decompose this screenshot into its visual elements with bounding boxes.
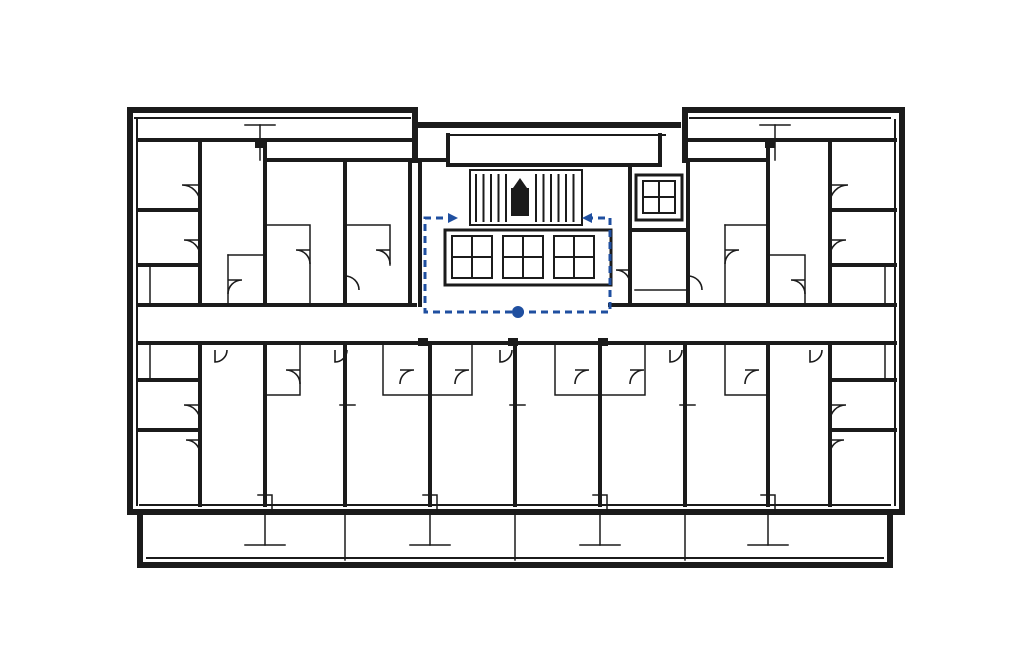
elevator-icon <box>553 235 595 279</box>
upper-right-units <box>683 124 897 307</box>
door-swing-icon <box>295 249 311 265</box>
freight-elevator-icon <box>634 173 684 222</box>
door-swing-icon <box>344 275 360 291</box>
door-swing-icon <box>454 369 470 385</box>
door-swing-icon <box>185 439 201 455</box>
door-swing-icon <box>829 239 847 257</box>
door-swing-icon <box>214 349 228 363</box>
door-swing-icon <box>181 184 201 204</box>
door-swing-icon <box>285 369 301 385</box>
egress-route <box>423 213 612 318</box>
door-swings <box>181 184 849 455</box>
door-swing-icon <box>227 279 243 295</box>
door-swing-icon <box>574 369 590 385</box>
door-swing-icon <box>744 369 760 385</box>
door-swing-icon <box>669 349 683 363</box>
door-swing-icon <box>334 349 348 363</box>
lower-units <box>138 341 897 561</box>
column-icon <box>255 138 265 148</box>
elevator-bank <box>443 228 613 287</box>
columns <box>255 138 775 346</box>
elevator-icon <box>451 235 493 279</box>
elevator-icon <box>502 235 544 279</box>
column-icon <box>508 338 518 346</box>
door-swing-icon <box>629 369 645 385</box>
column-icon <box>598 338 608 346</box>
door-swing-icon <box>687 275 703 291</box>
column-icon <box>418 338 428 346</box>
door-swing-icon <box>399 369 415 385</box>
door-swing-icon <box>375 249 391 265</box>
building-core <box>418 133 690 307</box>
door-swing-icon <box>499 349 513 363</box>
upper-left-units <box>138 124 412 307</box>
door-swing-icon <box>829 184 849 204</box>
route-marker <box>512 306 524 318</box>
door-swing-icon <box>183 404 201 422</box>
door-swing-icon <box>790 279 806 295</box>
door-swing-icon <box>183 239 201 257</box>
door-swing-icon <box>829 404 847 422</box>
door-swing-icon <box>829 439 845 455</box>
stair-icon <box>469 169 583 226</box>
door-swing-icon <box>615 269 631 285</box>
door-swing-icon <box>809 349 823 363</box>
column-icon <box>765 138 775 148</box>
door-swing-icon <box>724 249 740 265</box>
